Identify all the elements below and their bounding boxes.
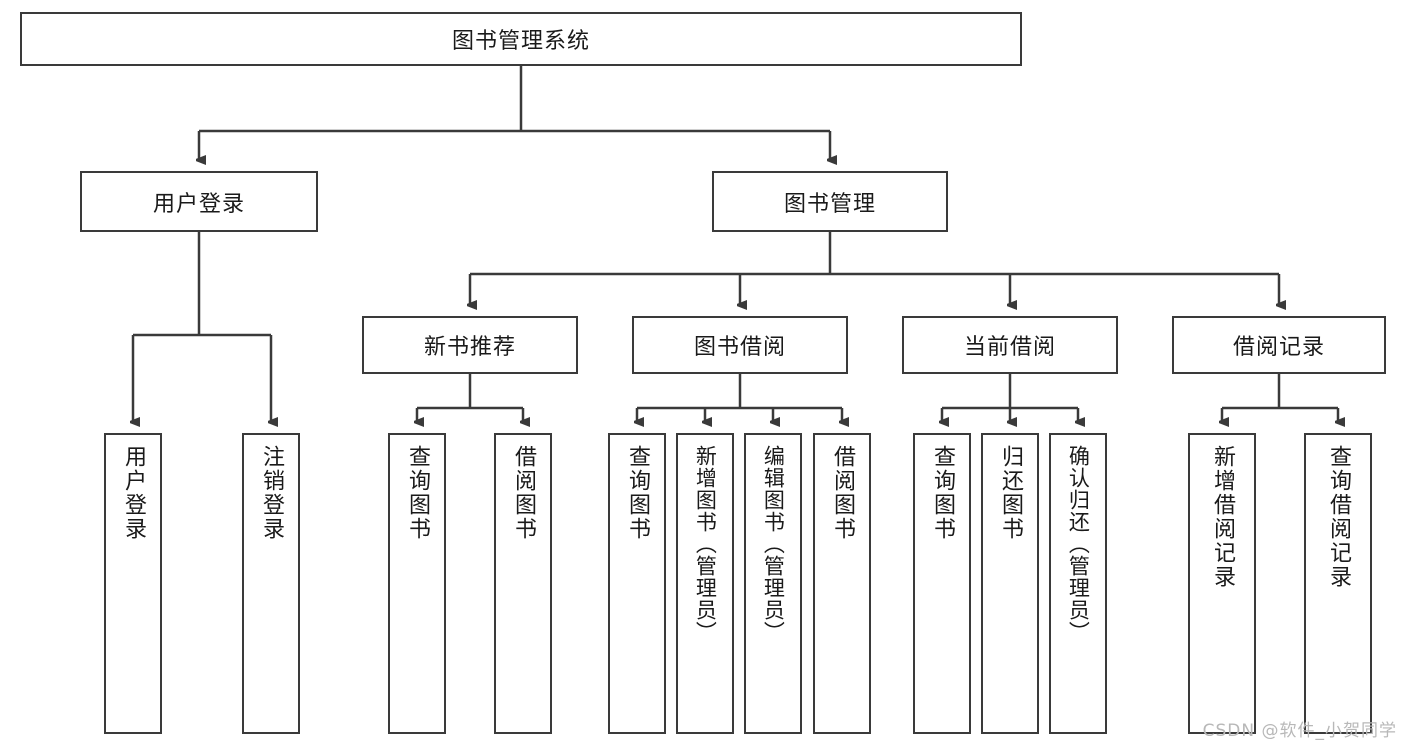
node-label: 图书管理系统 bbox=[451, 29, 590, 54]
leaf-confirm-return[interactable]: 确认归还（管理员） bbox=[1049, 433, 1107, 734]
node-label: 注销登录 bbox=[258, 445, 284, 541]
leaf-add-book[interactable]: 新增图书（管理员） bbox=[676, 433, 734, 734]
leaf-query-book-2[interactable]: 查询图书 bbox=[608, 433, 666, 734]
leaf-query-book-1[interactable]: 查询图书 bbox=[388, 433, 446, 734]
node-label: 借阅记录 bbox=[1232, 335, 1325, 360]
node-label: 确认归还（管理员） bbox=[1066, 445, 1091, 643]
leaf-add-record[interactable]: 新增借阅记录 bbox=[1188, 433, 1256, 734]
node-label: 借阅图书 bbox=[829, 445, 855, 541]
node-label: 新增借阅记录 bbox=[1209, 445, 1235, 589]
node-label: 查询图书 bbox=[404, 445, 430, 541]
node-borrow-record[interactable]: 借阅记录 bbox=[1172, 316, 1386, 374]
leaf-edit-book[interactable]: 编辑图书（管理员） bbox=[744, 433, 802, 734]
leaf-query-book-3[interactable]: 查询图书 bbox=[913, 433, 971, 734]
node-label: 新书推荐 bbox=[423, 335, 516, 360]
node-label: 新增图书（管理员） bbox=[693, 445, 718, 643]
node-label: 图书借阅 bbox=[693, 335, 786, 360]
node-label: 图书管理 bbox=[783, 191, 876, 217]
csdn-watermark: CSDN @软件_小贺同学 bbox=[1202, 721, 1397, 741]
node-label: 查询图书 bbox=[929, 445, 955, 541]
node-current-borrow[interactable]: 当前借阅 bbox=[902, 316, 1118, 374]
node-book-borrow[interactable]: 图书借阅 bbox=[632, 316, 848, 374]
node-root-book-management-system[interactable]: 图书管理系统 bbox=[20, 12, 1022, 66]
node-label: 编辑图书（管理员） bbox=[761, 445, 786, 643]
node-label: 归还图书 bbox=[997, 445, 1023, 541]
node-label: 用户登录 bbox=[152, 191, 245, 217]
node-user-login[interactable]: 用户登录 bbox=[80, 171, 318, 232]
leaf-borrow-book-2[interactable]: 借阅图书 bbox=[813, 433, 871, 734]
node-label: 用户登录 bbox=[120, 445, 146, 541]
leaf-user-login[interactable]: 用户登录 bbox=[104, 433, 162, 734]
node-new-book-recommend[interactable]: 新书推荐 bbox=[362, 316, 578, 374]
node-label: 当前借阅 bbox=[963, 335, 1056, 360]
node-book-manage[interactable]: 图书管理 bbox=[712, 171, 948, 232]
leaf-query-record[interactable]: 查询借阅记录 bbox=[1304, 433, 1372, 734]
leaf-borrow-book-1[interactable]: 借阅图书 bbox=[494, 433, 552, 734]
node-label: 查询借阅记录 bbox=[1325, 445, 1351, 589]
leaf-user-logout[interactable]: 注销登录 bbox=[242, 433, 300, 734]
node-label: 借阅图书 bbox=[510, 445, 536, 541]
leaf-return-book[interactable]: 归还图书 bbox=[981, 433, 1039, 734]
node-label: 查询图书 bbox=[624, 445, 650, 541]
